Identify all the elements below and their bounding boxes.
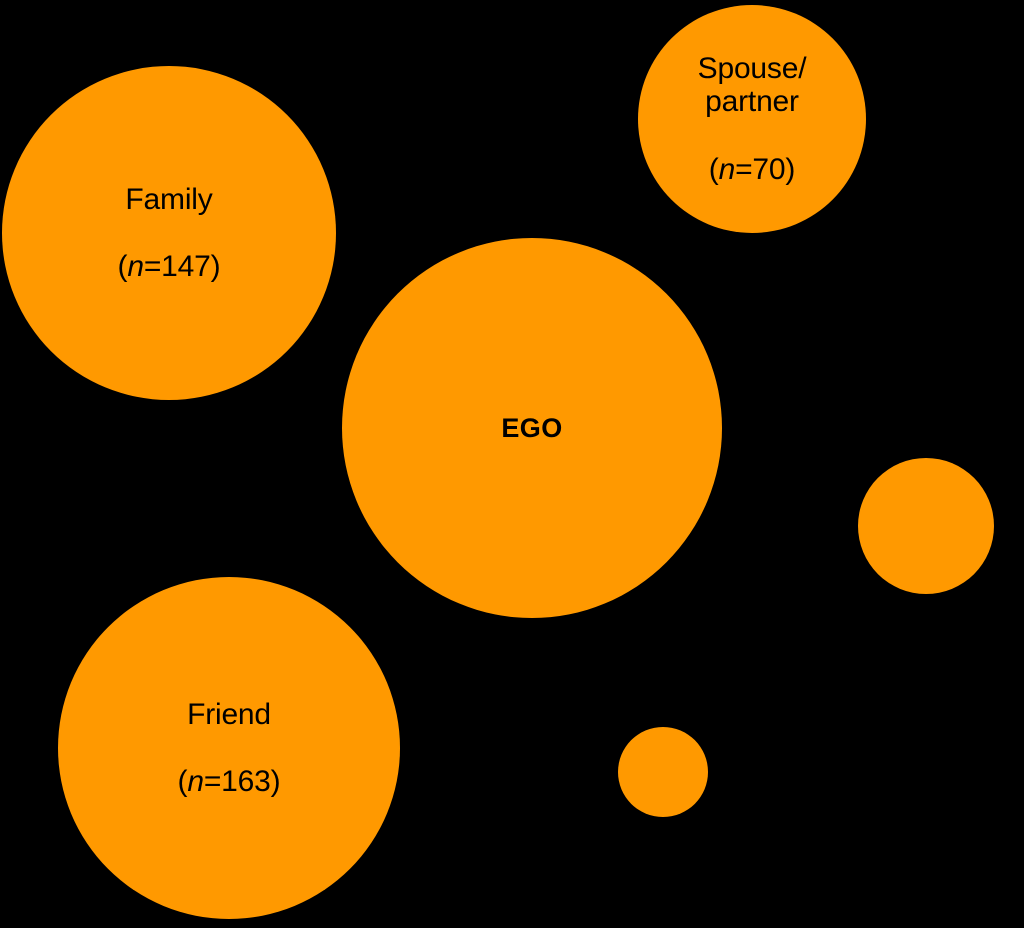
bubble-spouse-partner-name: Spouse/ partner <box>697 51 807 119</box>
bubble-ego[interactable]: EGO <box>342 238 722 618</box>
n-symbol: n <box>718 152 736 186</box>
paren-close: ) <box>785 152 796 186</box>
count-value: 147 <box>161 249 211 283</box>
paren-close: ) <box>210 249 221 283</box>
bubble-friend-label: Friend (n=163) <box>178 664 281 832</box>
bubble-ego-label: EGO <box>501 383 562 474</box>
bubble-spouse-partner[interactable]: Spouse/ partner (n=70) <box>638 5 866 233</box>
bubble-friend-count: (n=163) <box>178 765 281 799</box>
count-value: 70 <box>752 152 786 186</box>
equals-symbol: = <box>203 764 222 798</box>
bubble-spouse-partner-label: Spouse/ partner (n=70) <box>698 18 807 220</box>
count-value: 163 <box>221 764 271 798</box>
bubble-unlabeled-bottom[interactable] <box>618 727 708 817</box>
n-symbol: n <box>127 249 144 283</box>
paren-open: ( <box>177 764 188 798</box>
bubble-unlabeled-right[interactable] <box>858 458 994 594</box>
equals-symbol: = <box>735 152 753 186</box>
bubble-family-count: (n=147) <box>118 250 221 284</box>
bubble-spouse-partner-count: (n=70) <box>698 153 807 187</box>
n-symbol: n <box>187 764 204 798</box>
bubble-friend-name: Friend <box>187 697 271 731</box>
bubble-ego-name: EGO <box>501 412 563 443</box>
bubble-family[interactable]: Family (n=147) <box>2 66 336 400</box>
bubble-family-label: Family (n=147) <box>118 149 221 317</box>
equals-symbol: = <box>143 249 162 283</box>
paren-open: ( <box>117 249 128 283</box>
bubble-family-name: Family <box>125 182 213 216</box>
paren-open: ( <box>708 152 719 186</box>
paren-close: ) <box>270 764 281 798</box>
bubble-friend[interactable]: Friend (n=163) <box>58 577 400 919</box>
